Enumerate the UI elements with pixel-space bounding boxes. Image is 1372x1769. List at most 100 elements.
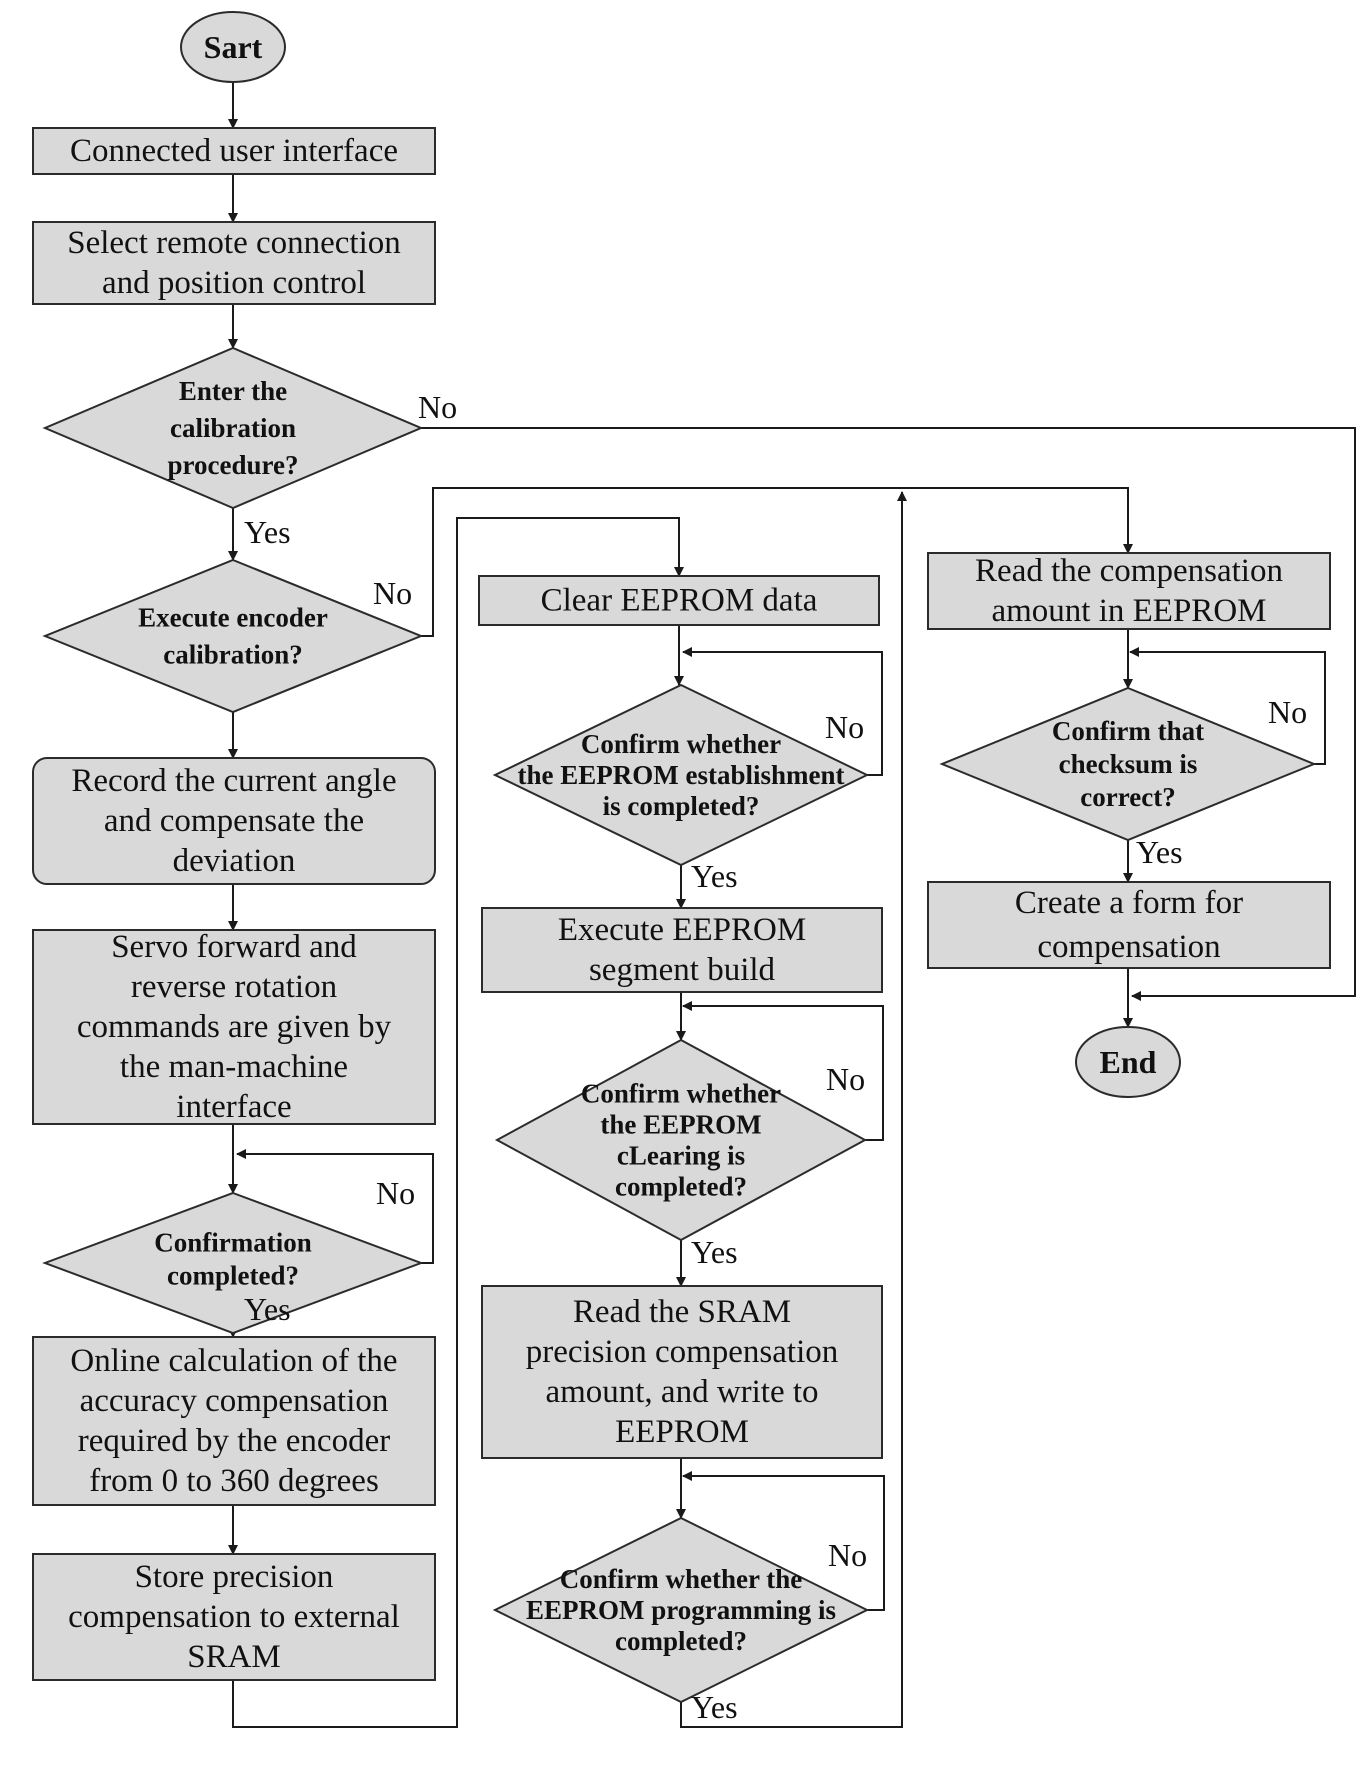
- step-connected_ui-line-1: Connected user interface: [70, 133, 398, 169]
- decision-eeprom_programming-line-1: Confirm whether the: [560, 1564, 802, 1594]
- label-establishment-no: No: [825, 709, 864, 745]
- decision-eeprom_establishment-line-1: Confirm whether: [581, 729, 781, 759]
- step-store_sram: Store precision compensation to externalS…: [32, 1553, 436, 1681]
- step-record_angle-line-2: and compensate the: [104, 803, 364, 839]
- step-read_compensation-line-2: amount in EEPROM: [991, 593, 1266, 629]
- step-read_sram_write-line-4: EEPROM: [615, 1414, 749, 1450]
- arrow-programming-yes-up: [680, 491, 907, 1728]
- start-terminal-label: Sart: [204, 29, 263, 65]
- step-online_calc-line-2: accuracy compensation: [80, 1383, 389, 1419]
- label-confirmation-no: No: [376, 1175, 415, 1211]
- step-online_calc-line-4: from 0 to 360 degrees: [89, 1463, 379, 1499]
- step-read_sram_write-line-1: Read the SRAM: [573, 1294, 791, 1330]
- step-clear_eeprom-box: [478, 575, 880, 626]
- decision-checksum-line-3: correct?: [1080, 782, 1175, 812]
- step-record_angle: Record the current angle and compensate t…: [32, 757, 436, 885]
- end-terminal: End: [1075, 1026, 1181, 1098]
- step-select_remote-line-2: and position control: [102, 265, 366, 301]
- decision-confirmation_completed-line-1: Confirmation: [154, 1228, 312, 1258]
- arrow-enter-no-to-end: [421, 427, 1356, 1001]
- step-create_form-line-1: Create a form for: [1015, 885, 1243, 921]
- step-servo_commands-line-1: Servo forward and: [111, 929, 357, 965]
- decision-eeprom_clearing-line-3: cLearing is: [617, 1141, 745, 1171]
- decision-checksum-line-2: checksum is: [1059, 749, 1198, 779]
- step-segment_build-line-2: segment build: [589, 952, 776, 988]
- decision-confirmation_completed-line-2: completed?: [167, 1261, 299, 1291]
- decision-eeprom_programming-line-3: completed?: [615, 1626, 747, 1656]
- decision-confirmation_completed-diamond: [42, 1191, 424, 1335]
- label-clearing-yes: Yes: [691, 1234, 738, 1270]
- step-servo_commands-line-2: reverse rotation: [131, 969, 337, 1005]
- label-programming-no: No: [828, 1537, 867, 1573]
- step-create_form: Create a form for compensation: [927, 881, 1331, 969]
- decision-eeprom_programming-line-2: EEPROM programming is: [526, 1595, 836, 1625]
- step-select_remote-line-1: Select remote connection: [67, 225, 401, 261]
- decision-eeprom_establishment-line-2: the EEPROM establishment: [518, 760, 845, 790]
- decision-enter_calibration-diamond: [42, 346, 424, 510]
- step-connected_ui: Connected user interface: [32, 127, 436, 175]
- decision-enter_calibration-line-2: calibration: [170, 413, 296, 443]
- arrow-confirmation-no-loop: [236, 1149, 434, 1264]
- decision-eeprom_clearing-line-2: the EEPROM: [600, 1110, 761, 1140]
- start-terminal-ellipse: [180, 11, 286, 83]
- decision-eeprom_clearing-line-4: completed?: [615, 1172, 747, 1202]
- arrow-clearing-no-loop: [682, 1001, 884, 1141]
- label-checksum-yes: Yes: [1136, 834, 1183, 870]
- step-read_sram_write-line-2: precision compensation: [526, 1334, 839, 1370]
- step-store_sram-box: [32, 1553, 436, 1681]
- step-clear_eeprom-line-1: Clear EEPROM data: [541, 583, 818, 619]
- step-online_calc-line-1: Online calculation of the: [70, 1343, 397, 1379]
- start-terminal: Sart: [180, 11, 286, 83]
- arrow-execute-no-to-read-compensation: [421, 487, 1133, 637]
- step-record_angle-line-3: deviation: [173, 843, 296, 879]
- decision-enter_calibration-line-1: Enter the: [179, 376, 287, 406]
- step-clear_eeprom: Clear EEPROM data: [478, 575, 880, 626]
- step-store_sram-line-1: Store precision: [135, 1559, 334, 1595]
- step-read_compensation-box: [927, 552, 1331, 630]
- step-store_sram-line-3: SRAM: [187, 1639, 281, 1675]
- step-segment_build-line-1: Execute EEPROM: [558, 912, 806, 948]
- step-segment_build: Execute EEPROM segment build: [481, 907, 883, 993]
- arrow-programming-no-loop: [682, 1471, 885, 1611]
- label-confirmation-yes: Yes: [244, 1291, 291, 1327]
- decision-execute_encoder-line-2: calibration?: [163, 640, 303, 670]
- step-online_calc-line-3: required by the encoder: [78, 1423, 390, 1459]
- step-read_sram_write-line-3: amount, and write to: [545, 1374, 818, 1410]
- step-store_sram-line-2: compensation to external: [68, 1599, 400, 1635]
- decision-checksum-diamond: [939, 686, 1317, 842]
- step-connected_ui-box: [32, 127, 436, 175]
- step-servo_commands: Servo forward and reverse rotation command…: [32, 929, 436, 1125]
- step-online_calc-box: [32, 1336, 436, 1506]
- end-terminal-label: End: [1100, 1044, 1157, 1080]
- step-select_remote: Select remote connection and position con…: [32, 221, 436, 305]
- label-programming-yes: Yes: [691, 1689, 738, 1725]
- step-record_angle-line-1: Record the current angle: [71, 763, 396, 799]
- step-segment_build-box: [481, 907, 883, 993]
- label-execute-no: No: [373, 575, 412, 611]
- label-clearing-no: No: [826, 1061, 865, 1097]
- decision-eeprom_establishment-diamond: [492, 683, 870, 867]
- arrow-establishment-no-loop: [682, 647, 883, 776]
- step-read_sram_write-box: [481, 1285, 883, 1459]
- step-servo_commands-line-5: interface: [176, 1089, 291, 1125]
- end-terminal-ellipse: [1075, 1026, 1181, 1098]
- label-enter-no: No: [418, 389, 457, 425]
- step-servo_commands-line-3: commands are given by: [77, 1009, 392, 1045]
- step-online_calc: Online calculation of the accuracy compen…: [32, 1336, 436, 1506]
- decision-eeprom_programming-diamond: [492, 1516, 870, 1704]
- decision-checksum-line-1: Confirm that: [1052, 716, 1204, 746]
- arrow-store-to-clear: [232, 517, 684, 1728]
- step-servo_commands-box: [32, 929, 436, 1125]
- decision-eeprom_clearing-diamond: [494, 1038, 868, 1242]
- arrow-checksum-no-loop: [1129, 647, 1326, 765]
- step-record_angle-box: [32, 757, 436, 885]
- step-create_form-line-2: compensation: [1037, 929, 1220, 965]
